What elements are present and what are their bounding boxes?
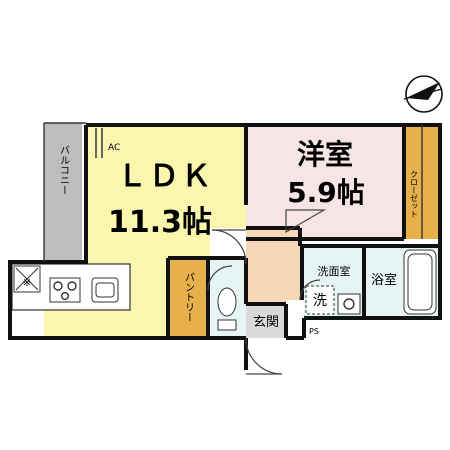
washbasin-icon xyxy=(337,293,361,315)
bedroom-area xyxy=(246,125,404,239)
bedroom-label: 洋室 xyxy=(297,138,353,171)
pantry-label: パントリー xyxy=(183,272,195,322)
toilet-icon xyxy=(217,287,237,331)
north-arrow-icon xyxy=(403,75,443,113)
washroom-label: 洗面室 xyxy=(318,264,351,278)
stove-icon xyxy=(49,277,81,303)
pantry-area xyxy=(168,258,208,338)
entrance-area xyxy=(246,304,286,338)
ldk-label: ＬＤＫ xyxy=(117,159,213,194)
ventilation-icon xyxy=(13,265,41,293)
entrance-label: 玄関 xyxy=(253,315,279,330)
bath-label: 浴室 xyxy=(371,272,397,288)
bathtub-icon xyxy=(403,249,437,315)
walls xyxy=(8,122,442,370)
balcony-area xyxy=(44,123,82,261)
balcony-label: バルコニー xyxy=(58,145,70,195)
ps-label: PS xyxy=(309,327,319,336)
closet-label: クローゼット xyxy=(410,170,419,218)
doors xyxy=(207,209,327,375)
window-marks xyxy=(95,128,103,158)
ventilation-mark: ※ xyxy=(22,276,31,289)
sink-icon xyxy=(91,277,119,303)
ac-label: AC xyxy=(108,143,120,153)
washer-icon xyxy=(305,285,335,315)
bedroom-size: 5.9帖 xyxy=(287,176,365,209)
ldk-size: 11.3帖 xyxy=(108,205,212,240)
washer-label: 洗 xyxy=(313,293,327,309)
hall-area xyxy=(246,228,300,304)
